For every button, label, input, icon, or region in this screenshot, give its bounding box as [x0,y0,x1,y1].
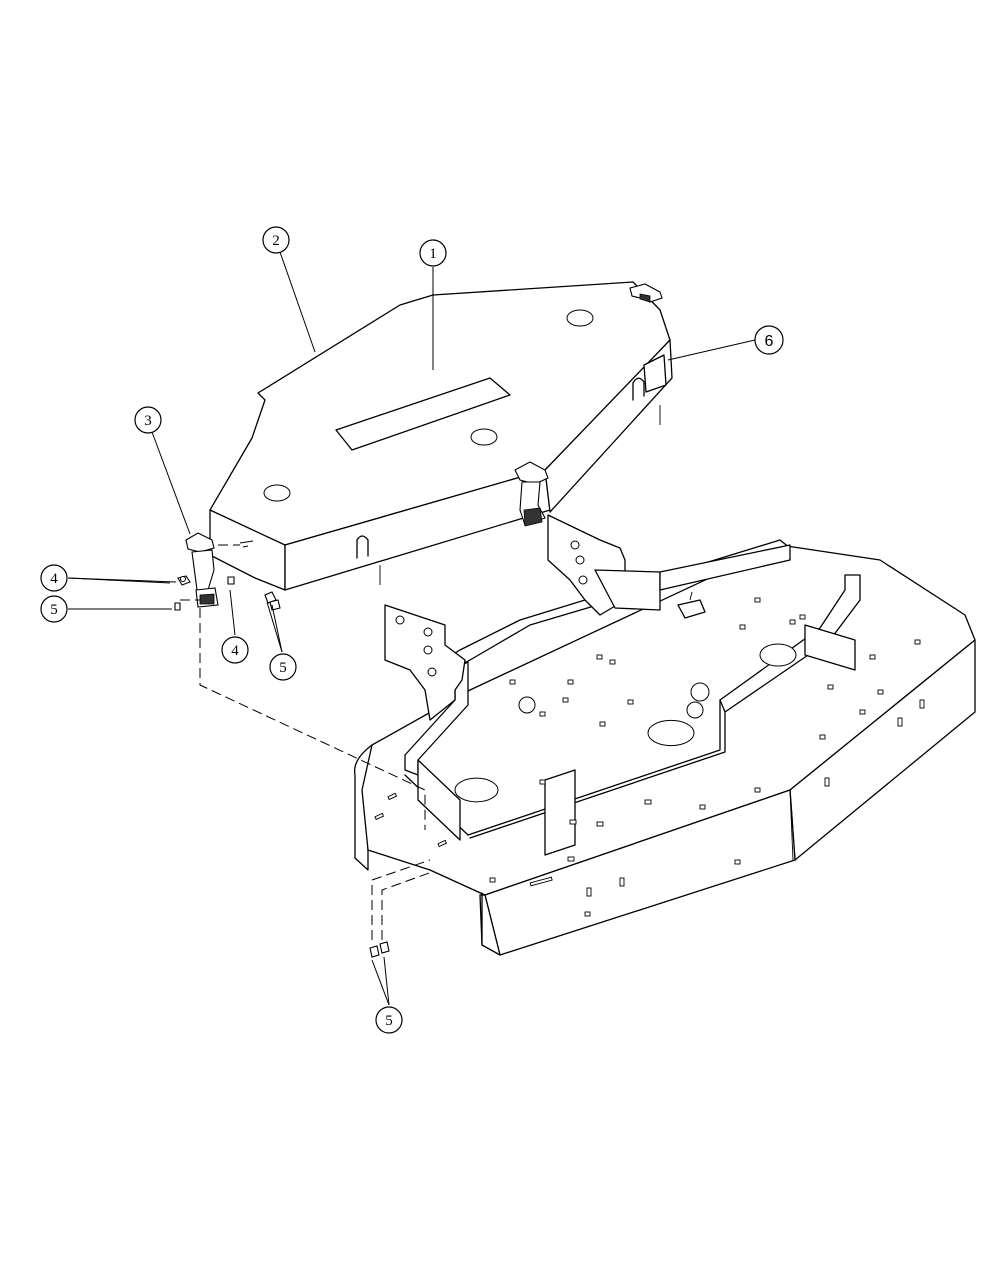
callout-4a-label: 4 [50,571,58,587]
callout-5c-label: 5 [385,1013,393,1029]
hardware [174,540,390,958]
callout-5c: 5 [375,1006,403,1034]
callout-4b: 4 [221,636,249,664]
latch-assembly [185,532,219,608]
assembly-lines [180,544,433,940]
callout-1-label: 1 [429,246,437,262]
callout-5b: 5 [269,653,297,681]
latch-right-top [629,283,663,303]
callout-2: 2 [262,226,290,254]
callout-5a: 5 [40,595,68,623]
deck-cover [209,281,673,591]
leader-lines [67,251,756,1006]
callout-6: 6 [754,325,784,355]
callout-4a: 4 [40,564,68,592]
deck-slots [374,597,925,917]
callout-5b-label: 5 [279,660,287,676]
callout-1: 1 [419,239,447,267]
callout-5a-label: 5 [50,602,58,618]
callout-3-label: 3 [144,413,152,429]
callout-6-label: 6 [765,333,774,350]
callout-2-label: 2 [272,233,280,249]
callout-4b-label: 4 [231,643,239,659]
callout-3: 3 [134,406,162,434]
mower-deck [353,514,976,956]
latch-right-front [514,461,549,527]
